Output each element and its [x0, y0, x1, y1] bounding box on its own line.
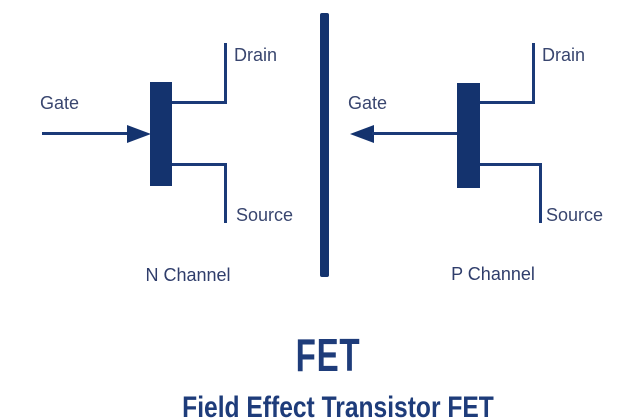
p-drain-wire — [532, 43, 535, 104]
n-gate-arrowhead-icon — [127, 125, 151, 143]
p-source-connector-wire — [480, 163, 542, 166]
p-gate-bar — [457, 83, 480, 188]
n-drain-label: Drain — [234, 45, 278, 65]
diagram-title: FET — [295, 329, 361, 381]
n-gate-bar — [150, 82, 172, 186]
p-gate-arrowhead-icon — [350, 125, 374, 143]
n-source-connector-wire — [172, 163, 227, 166]
n-drain-wire — [224, 43, 227, 104]
divider-line — [320, 13, 329, 277]
p-drain-connector-wire — [480, 101, 535, 104]
n-gate-label: Gate — [40, 93, 80, 113]
n-source-wire — [224, 164, 227, 223]
p-channel-caption: P Channel — [451, 264, 535, 284]
p-drain-label: Drain — [542, 45, 586, 65]
p-source-label: Source — [546, 205, 604, 225]
p-gate-label: Gate — [348, 93, 388, 113]
diagram-subtitle: Field Effect Transistor FET — [182, 391, 494, 420]
p-source-wire — [539, 164, 542, 223]
n-drain-connector-wire — [172, 101, 227, 104]
n-source-label: Source — [236, 205, 294, 225]
p-gate-wire — [372, 132, 458, 135]
n-gate-wire — [42, 132, 132, 135]
n-channel-caption: N Channel — [145, 265, 231, 285]
